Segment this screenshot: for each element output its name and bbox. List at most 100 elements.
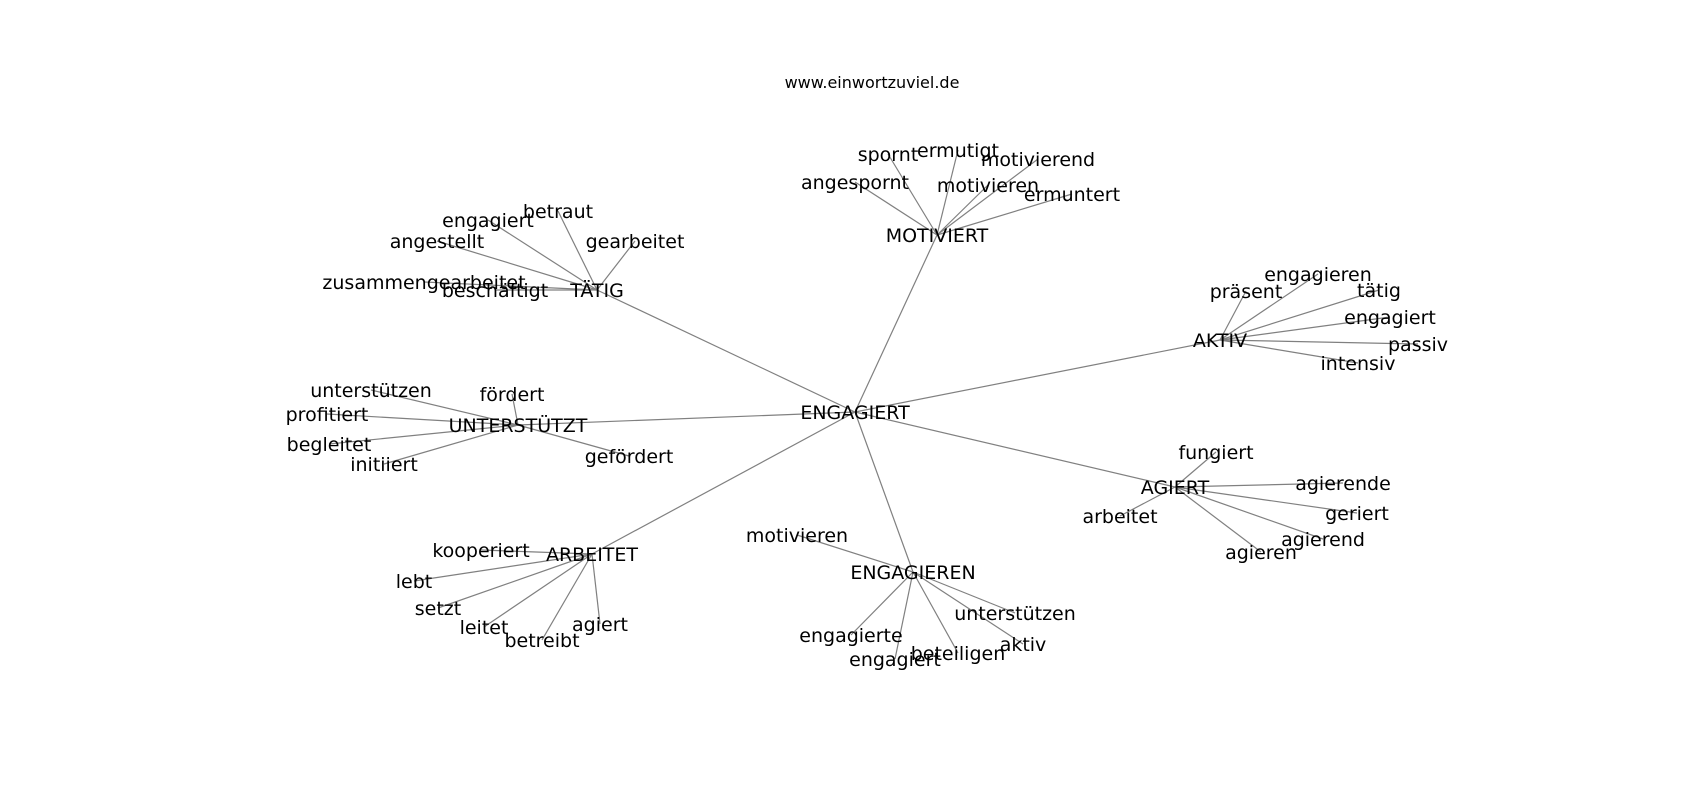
leaf-node-label: engagiert — [1344, 307, 1436, 329]
leaf-node-label: motivieren — [937, 175, 1039, 197]
hub-leaf-edge — [437, 553, 593, 609]
leaf-node-label: intensiv — [1321, 353, 1396, 375]
leaf-node-label: engagieren — [1264, 264, 1372, 286]
hub-node-label: ENGAGIEREN — [850, 562, 975, 584]
center-hub-edge — [591, 411, 856, 555]
leaf-node-label: arbeitet — [1082, 506, 1157, 528]
leaf-node-label: gefördert — [585, 446, 674, 468]
leaf-node-label: profitiert — [286, 404, 369, 426]
leaf-node-label: spornt — [858, 144, 919, 166]
leaf-node-label: ermutigt — [917, 140, 999, 162]
leaf-node-label: leitet — [460, 617, 509, 639]
leaf-node-label: fördert — [480, 384, 545, 406]
hub-leaf-edge — [912, 571, 1024, 645]
leaf-node-label: engagierte — [799, 625, 902, 647]
hub-leaf-edge — [1219, 339, 1359, 364]
hub-leaf-edge — [517, 424, 630, 457]
hub-leaf-edge — [850, 571, 914, 636]
edges-layer — [326, 149, 1419, 660]
hub-node-label: AKTIV — [1193, 330, 1247, 352]
leaf-node-label: angespornt — [801, 172, 909, 194]
leaf-node-label: beschäftigt — [442, 280, 548, 302]
leaf-node-label: agierende — [1295, 473, 1391, 495]
hub-leaf-edge — [796, 534, 914, 573]
hub-leaf-edge — [370, 389, 519, 426]
hub-leaf-edge — [1174, 486, 1324, 540]
hub-leaf-edge — [1219, 316, 1391, 341]
leaf-node-label: agierend — [1281, 529, 1365, 551]
center-hub-edge — [517, 411, 856, 426]
leaf-node-label: agiert — [572, 614, 628, 636]
leaf-node-label: tätig — [1357, 280, 1401, 302]
leaf-node-label: präsent — [1210, 281, 1283, 303]
center-hub-edge — [854, 411, 914, 573]
center-hub-edge — [596, 289, 856, 413]
hub-leaf-edge — [1119, 486, 1176, 517]
hub-leaf-edge — [894, 571, 914, 660]
hub-leaf-edge — [487, 219, 598, 291]
leaf-node-label: zusammengearbeitet — [322, 272, 525, 294]
hub-leaf-edge — [383, 424, 519, 465]
leaf-node-label: unterstützen — [954, 603, 1076, 625]
leaf-node-label: motivierend — [981, 149, 1095, 171]
hub-leaf-edge — [1174, 486, 1262, 553]
hub-leaf-edge — [423, 281, 598, 291]
leaf-node-label: betreibt — [504, 630, 579, 652]
hub-leaf-edge — [936, 193, 1073, 236]
leaf-node-label: beteiligen — [911, 643, 1006, 665]
hub-leaf-edge — [936, 184, 989, 236]
hub-leaf-edge — [912, 571, 959, 654]
leaf-node-label: fungiert — [1178, 442, 1253, 464]
leaf-node-label: agieren — [1225, 542, 1297, 564]
hub-leaf-edge — [511, 393, 519, 426]
hub-leaf-edge — [854, 181, 938, 236]
hub-node-label: UNTERSTÜTZT — [449, 414, 588, 437]
center-node-label: ENGAGIERT — [800, 402, 910, 424]
leaf-node-label: angestellt — [390, 231, 484, 253]
leaf-node-label: kooperiert — [432, 540, 529, 562]
leaf-node-label: ermuntert — [1024, 184, 1120, 206]
leaf-node-label: motivieren — [746, 525, 848, 547]
hub-leaf-edge — [912, 571, 1016, 614]
hub-leaf-edge — [541, 553, 593, 641]
hub-leaf-edge — [557, 210, 598, 291]
leaf-node-label: gearbeitet — [586, 231, 685, 253]
hub-leaf-edge — [436, 240, 598, 291]
hub-leaf-edge — [328, 424, 519, 445]
leaf-node-label: passiv — [1388, 334, 1448, 356]
hub-leaf-edge — [1219, 339, 1419, 345]
center-hub-edge — [854, 339, 1221, 413]
center-hub-edge — [854, 411, 1176, 488]
hub-leaf-edge — [936, 158, 1039, 236]
leaf-node-label: initiiert — [350, 454, 418, 476]
hub-node-label: ARBEITET — [546, 544, 638, 566]
hub-leaf-edge — [596, 240, 636, 291]
hub-leaf-edge — [1174, 486, 1358, 514]
leaf-node-label: geriert — [1325, 503, 1389, 525]
leaf-node-label: begleitet — [287, 434, 372, 456]
hub-leaf-edge — [591, 553, 601, 625]
hub-leaf-edge — [326, 413, 519, 426]
leaf-node-label: aktiv — [1000, 634, 1047, 656]
hub-leaf-edge — [1219, 289, 1380, 341]
hub-node-label: TÄTIG — [569, 279, 624, 302]
hub-leaf-edge — [1174, 482, 1344, 488]
hub-leaf-edge — [483, 553, 593, 628]
leaf-node-label: unterstützen — [310, 380, 432, 402]
center-hub-edge — [854, 234, 938, 413]
source-url: www.einwortzuviel.de — [785, 73, 960, 92]
hub-leaf-edge — [1174, 451, 1217, 488]
leaf-node-label: engagiert — [442, 210, 534, 232]
leaf-node-label: setzt — [415, 598, 461, 620]
leaf-node-label: lebt — [396, 571, 432, 593]
hub-leaf-edge — [413, 553, 593, 582]
leaf-node-label: betraut — [523, 201, 593, 223]
leaf-node-label: engagiert — [849, 649, 941, 671]
hub-leaf-edge — [887, 153, 938, 236]
hub-node-label: AGIERT — [1141, 477, 1210, 499]
hub-node-label: MOTIVIERT — [886, 225, 989, 247]
hub-leaf-edge — [1219, 290, 1247, 341]
hub-leaf-edge — [1219, 273, 1319, 341]
labels-layer: ENGAGIERTMOTIVIERTsporntermutigtmotivier… — [286, 140, 1448, 671]
